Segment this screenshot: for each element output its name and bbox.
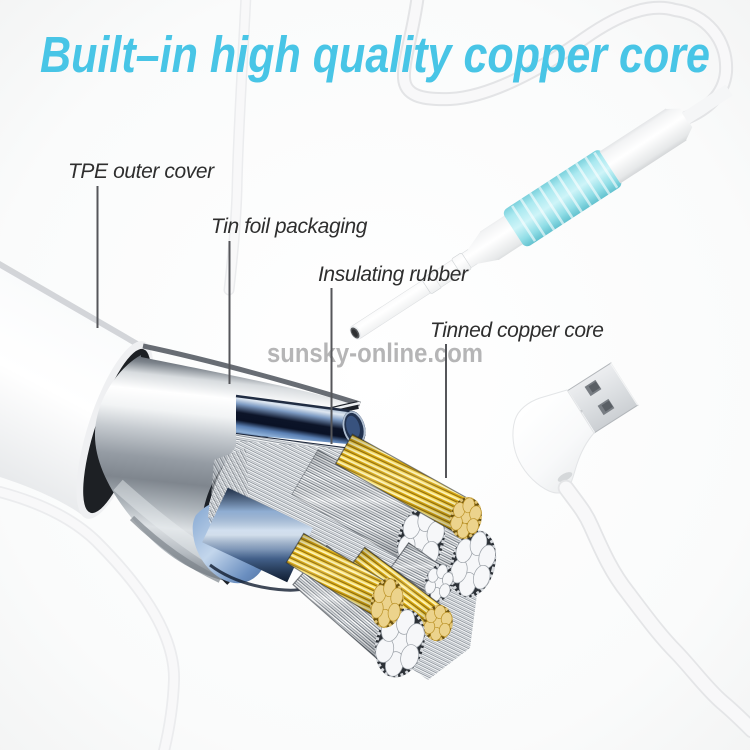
svg-text:Insulating rubber: Insulating rubber [318, 263, 469, 286]
svg-text:Built–in high quality copper c: Built–in high quality copper core [40, 26, 710, 83]
svg-text:Tin foil packaging: Tin foil packaging [211, 215, 368, 238]
svg-text:sunsky-online.com: sunsky-online.com [267, 338, 483, 368]
svg-text:Tinned copper core: Tinned copper core [430, 319, 604, 342]
svg-text:TPE outer cover: TPE outer cover [68, 160, 215, 183]
